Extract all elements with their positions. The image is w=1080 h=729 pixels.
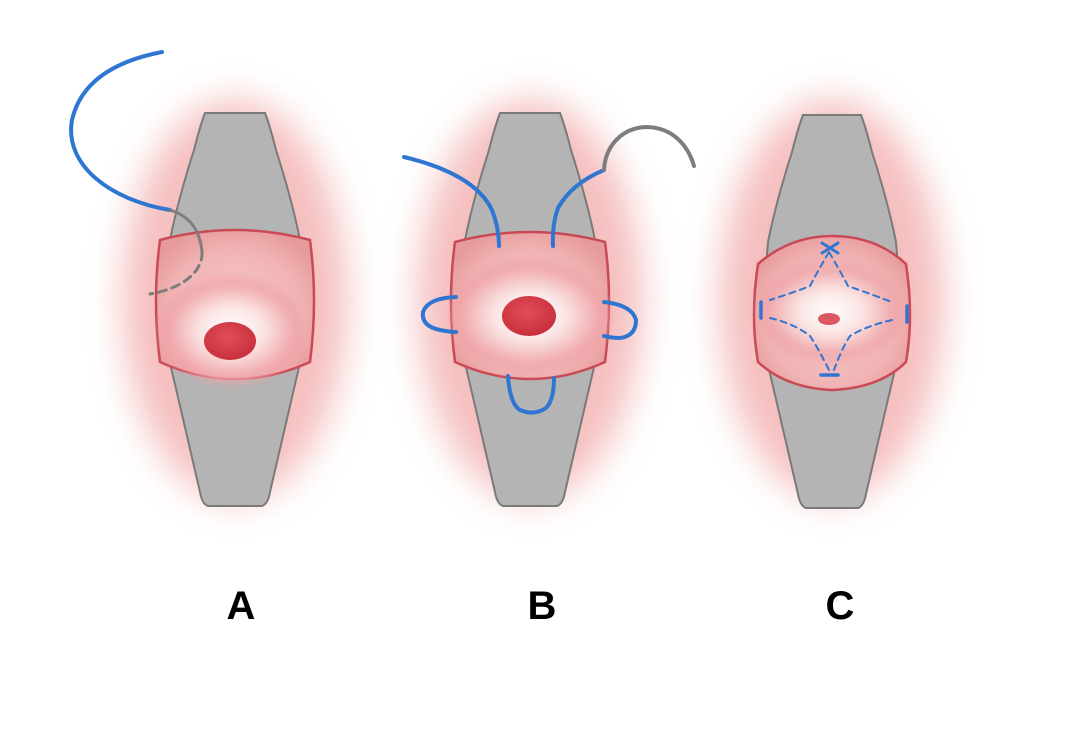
panel-label-c: C [825,584,855,628]
lesion [502,296,556,336]
panel-label-b: B [527,584,557,628]
needle-visible [168,208,204,254]
panel-a [69,50,347,507]
needle-hidden-dashed [148,250,204,296]
purse-string-dashed [769,251,893,371]
panel-c [720,100,944,509]
suture-bite-right [602,300,639,341]
panel-label-a: A [226,584,256,628]
needle [602,124,696,172]
lesion [204,322,256,360]
suture-thread [69,50,172,212]
closed-lesion-site [818,313,840,325]
mucosa-ring [761,264,901,360]
suture-right-strand [550,168,606,248]
panel-b [402,100,696,507]
suture-left-strand [402,155,501,248]
suture-bite-left [420,295,458,334]
knot-top [820,241,840,255]
suture-bite-bottom [506,374,556,415]
